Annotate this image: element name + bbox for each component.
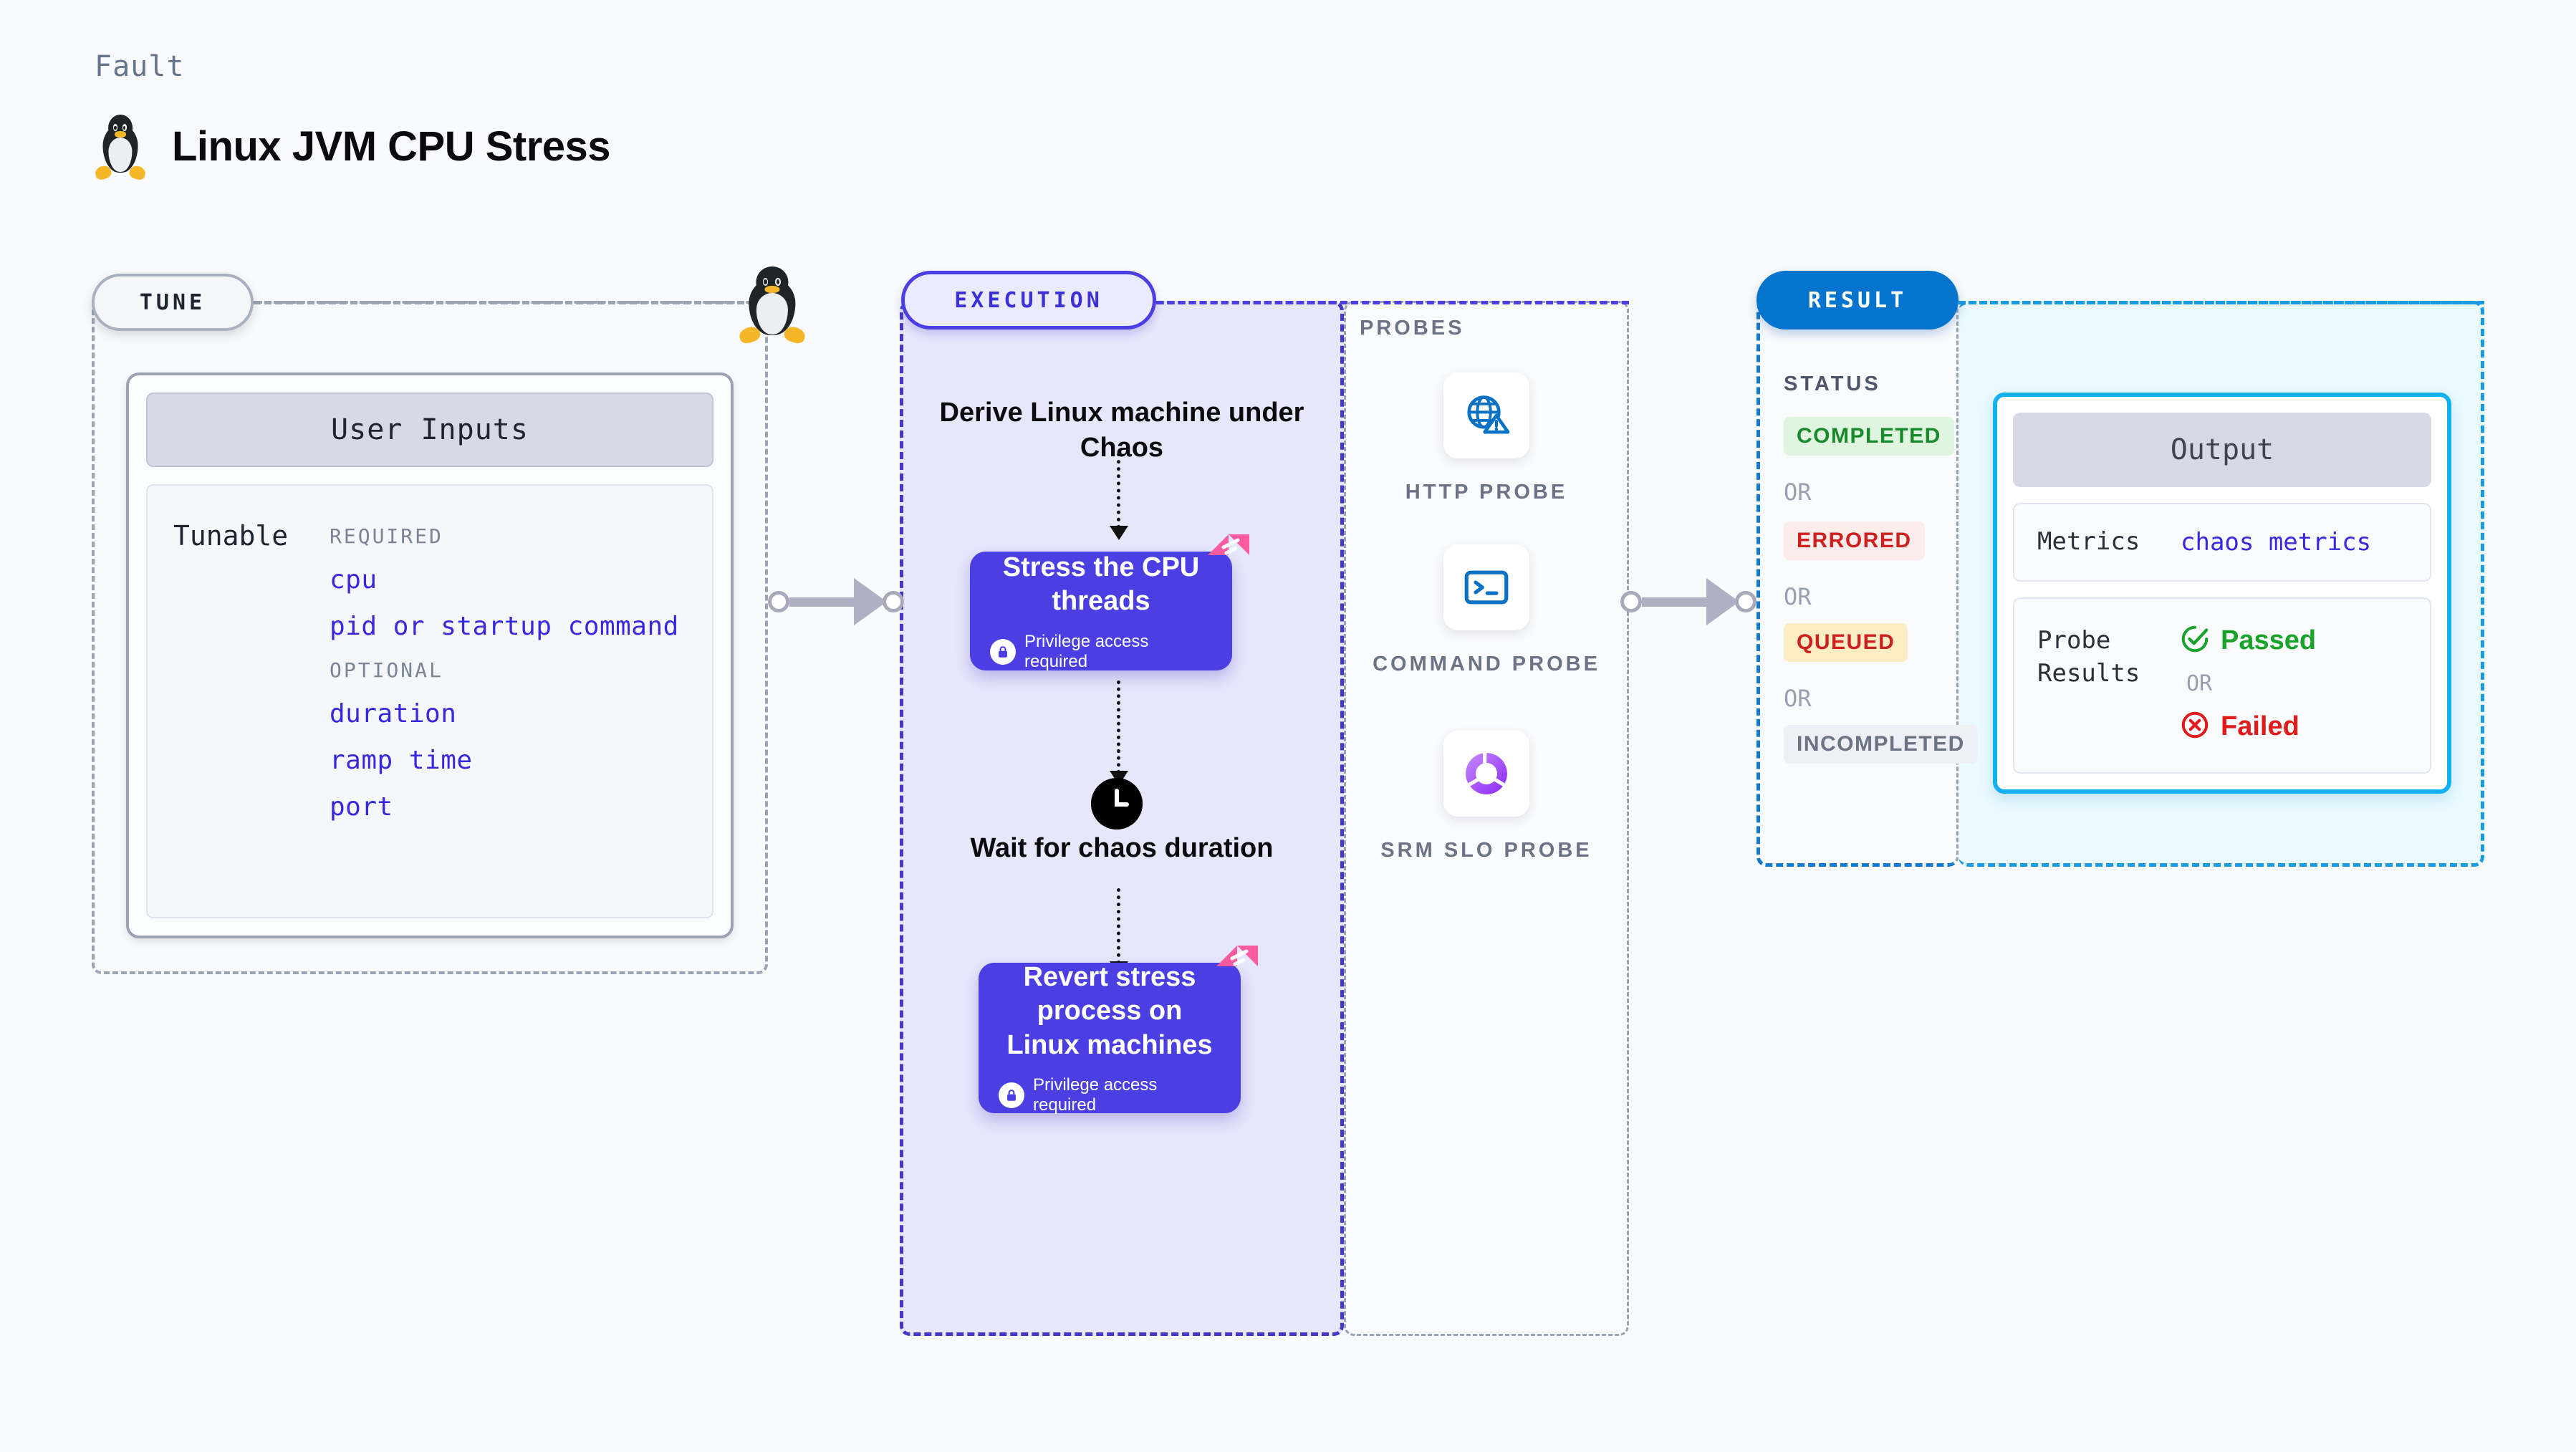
result-pill[interactable]: RESULT [1756, 271, 1959, 330]
probe-item-command[interactable]: COMMAND PROBE [1344, 544, 1629, 679]
flow-arrow-3 [1110, 888, 1128, 976]
status-badge-queued: QUEUED [1784, 623, 1908, 662]
status-badge-completed: COMPLETED [1784, 417, 1954, 456]
flow-step-wait: Wait for chaos duration [970, 833, 1274, 863]
user-inputs-card: User Inputs Tunable REQUIRED cpu pid or … [126, 372, 734, 938]
page-title: Linux JVM CPU Stress [172, 122, 611, 170]
globe-warning-icon [1443, 372, 1529, 458]
probe-caption: HTTP PROBE [1405, 481, 1568, 504]
tunable-section: Tunable REQUIRED cpu pid or startup comm… [146, 484, 713, 918]
tune-pill[interactable]: TUNE [92, 274, 254, 331]
result-panel [1756, 301, 1959, 867]
execution-node-title: Stress the CPU threads [1002, 552, 1200, 617]
tune-linux-penguin-icon [737, 266, 807, 346]
linux-penguin-icon [94, 115, 147, 181]
probe-results-row: Probe Results Passed OR [2013, 597, 2431, 774]
execution-pill[interactable]: EXECUTION [901, 271, 1156, 330]
donut-check-icon [1443, 731, 1529, 817]
user-inputs-title: User Inputs [146, 393, 713, 467]
probes-panel [1344, 301, 1629, 1336]
tunable-item-ramp-time[interactable]: ramp time [330, 746, 473, 775]
status-or-label: OR [1784, 479, 1812, 506]
tunable-item-cpu[interactable]: cpu [330, 565, 378, 595]
privilege-text: Privilege access required [1033, 1075, 1158, 1115]
probe-results-key: Probe Results [2037, 626, 2140, 688]
probe-item-http[interactable]: HTTP PROBE [1344, 372, 1629, 507]
tunable-item-duration[interactable]: duration [330, 699, 457, 729]
result-dashed-connector [1959, 301, 2484, 304]
connector-start-dot [1620, 591, 1642, 612]
metrics-value[interactable]: chaos metrics [2181, 528, 2372, 557]
metrics-row: Metrics chaos metrics [2013, 503, 2431, 582]
privilege-row: Privilege access required [990, 632, 1212, 672]
probe-results-values: Passed OR Failed [2181, 625, 2316, 743]
result-panel-border [1756, 301, 1959, 867]
probe-item-srm-slo[interactable]: SRM SLO PROBE [1344, 731, 1629, 865]
flow-arrow-1 [1110, 453, 1128, 540]
execution-dashed-connector [1156, 301, 1629, 304]
probe-result-passed-label: Passed [2221, 625, 2317, 655]
privilege-text: Privilege access required [1024, 631, 1149, 671]
page-title-row: Linux JVM CPU Stress [94, 115, 611, 181]
page-eyebrow: Fault [95, 50, 185, 83]
tune-dashed-connector [254, 301, 755, 304]
probe-result-failed: Failed [2181, 711, 2316, 743]
lock-icon [999, 1082, 1024, 1109]
probe-result-or-label: OR [2186, 671, 2213, 696]
probe-result-passed: Passed [2181, 625, 2316, 657]
fault-badge-icon [1205, 532, 1252, 579]
tunable-list: REQUIRED cpu pid or startup command OPTI… [330, 511, 698, 839]
connector-bar [789, 597, 854, 607]
execution-node-title: Revert stress process on Linux machines [1006, 961, 1213, 1060]
probes-title: PROBES [1360, 317, 1465, 340]
status-badge-incompleted: INCOMPLETED [1784, 725, 1978, 764]
connector-start-dot [768, 591, 789, 612]
clock-icon [1091, 778, 1143, 830]
execution-node-stress-cpu[interactable]: Stress the CPU threads Privilege access … [970, 534, 1249, 672]
metrics-key: Metrics [2037, 527, 2140, 557]
tunable-label: Tunable [173, 520, 289, 552]
status-or-label: OR [1784, 583, 1812, 610]
tunable-group-label-optional: OPTIONAL [330, 658, 443, 682]
fault-badge-icon [1213, 943, 1261, 990]
terminal-icon [1443, 544, 1529, 630]
status-badge-errored: ERRORED [1784, 521, 1925, 560]
connector-arrow-head [854, 578, 887, 625]
probe-result-failed-label: Failed [2221, 711, 2299, 741]
x-circle-icon [2181, 711, 2209, 743]
probes-panel-border [1344, 301, 1629, 1336]
privilege-row: Privilege access required [999, 1075, 1221, 1115]
connector-tune-to-execution [768, 578, 904, 625]
check-circle-icon [2181, 625, 2209, 657]
tunable-item-pid-or-startup-command[interactable]: pid or startup command [330, 612, 679, 641]
output-card: Output Metrics chaos metrics Probe Resul… [1993, 393, 2451, 794]
flow-arrow-2 [1110, 681, 1128, 785]
status-or-label: OR [1784, 685, 1812, 712]
status-title: STATUS [1784, 372, 1881, 395]
probe-caption: COMMAND PROBE [1373, 653, 1600, 675]
flow-step-derive: Derive Linux machine under Chaos [939, 398, 1304, 463]
tunable-item-port[interactable]: port [330, 792, 393, 822]
connector-bar [1642, 597, 1706, 607]
lock-icon [990, 638, 1016, 665]
probe-caption: SRM SLO PROBE [1380, 839, 1592, 862]
tunable-group-label-required: REQUIRED [330, 524, 443, 548]
connector-arrow-head [1706, 578, 1739, 625]
connector-end-dot [883, 591, 904, 612]
connector-execution-to-result [1620, 578, 1756, 625]
output-title: Output [2013, 413, 2431, 487]
execution-node-revert-stress[interactable]: Revert stress process on Linux machines … [979, 946, 1258, 1115]
connector-end-dot [1735, 591, 1756, 612]
